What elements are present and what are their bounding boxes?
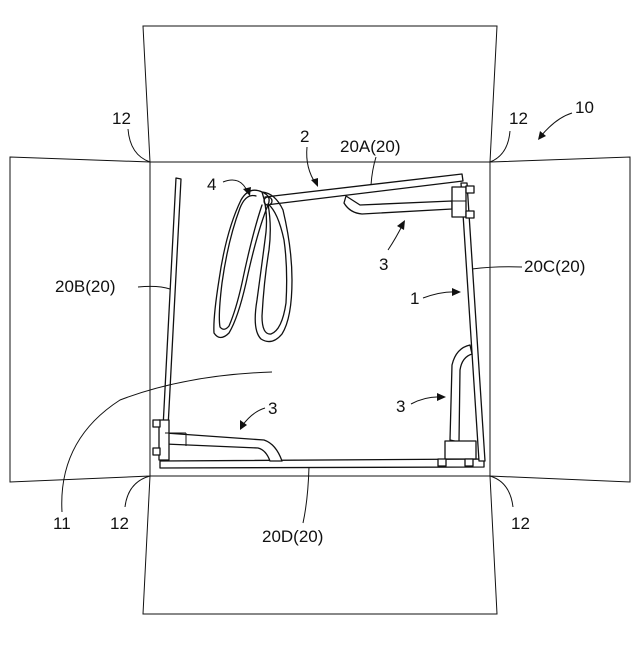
arrow-3-right xyxy=(437,393,446,401)
label-1: 1 xyxy=(410,289,419,308)
label-20b: 20B(20) xyxy=(55,277,115,296)
reference-labels: 10 12 12 12 12 2 20A(20) 20B(20) 20C(20)… xyxy=(53,98,594,546)
leader-20d xyxy=(303,467,309,523)
label-20a: 20A(20) xyxy=(340,137,400,156)
leader-12-top-left xyxy=(128,129,150,162)
panel-20d xyxy=(160,459,484,468)
label-11: 11 xyxy=(53,514,71,533)
label-4: 4 xyxy=(207,175,216,194)
support-bottom-right xyxy=(438,345,476,466)
leader-12-bottom-right xyxy=(490,476,513,507)
label-2: 2 xyxy=(300,127,309,146)
leader-20a xyxy=(371,157,376,185)
label-20c: 20C(20) xyxy=(524,257,585,276)
label-20d: 20D(20) xyxy=(262,527,323,546)
panel-20c xyxy=(461,183,485,461)
panel-20a xyxy=(264,174,463,205)
support-bottom-left xyxy=(153,420,282,461)
box-flaps xyxy=(10,26,630,614)
leader-3-left xyxy=(242,408,265,426)
leader-4 xyxy=(223,180,248,193)
flap-top xyxy=(143,26,497,162)
label-3-left: 3 xyxy=(268,399,277,418)
leader-20b xyxy=(138,286,170,289)
bag-loop xyxy=(214,190,292,341)
leader-12-bottom-left xyxy=(125,476,150,507)
label-10: 10 xyxy=(575,98,594,117)
label-12-bottom-left: 12 xyxy=(110,514,129,533)
label-12-top-left: 12 xyxy=(112,109,131,128)
label-12-top-right: 12 xyxy=(509,109,528,128)
label-12-bottom-right: 12 xyxy=(511,514,530,533)
label-3-top: 3 xyxy=(379,255,388,274)
label-3-right: 3 xyxy=(396,397,405,416)
leader-1 xyxy=(423,292,457,298)
leader-20c xyxy=(472,267,522,269)
leader-12-top-right xyxy=(490,131,510,162)
flap-left xyxy=(10,157,150,482)
flap-right xyxy=(490,157,630,482)
arrow-1 xyxy=(452,288,461,296)
arrow-2 xyxy=(311,178,318,187)
leader-2 xyxy=(307,147,316,184)
leader-10 xyxy=(541,113,572,136)
